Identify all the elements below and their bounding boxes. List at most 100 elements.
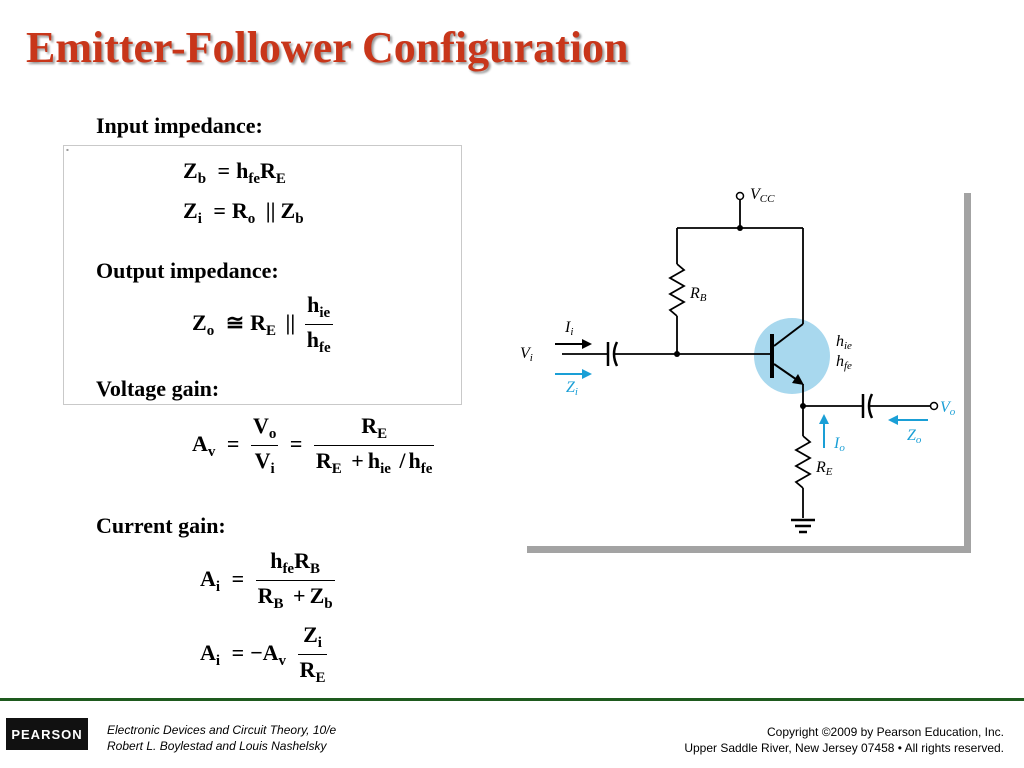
ai1-num-a-sub: fe <box>282 561 295 577</box>
zi-b: Z <box>280 198 296 223</box>
page-title: Emitter-Follower Configuration <box>26 23 629 72</box>
footer-book-authors: Robert L. Boylestad and Louis Nashelsky <box>107 739 327 753</box>
hfe-label: hfe <box>836 353 852 372</box>
zi-parallel: || <box>265 198 276 223</box>
av-f2-den-b: h <box>367 448 381 473</box>
zo-den: h <box>306 327 319 352</box>
zi-lhs-sub: i <box>197 211 202 227</box>
ii-label: Ii <box>564 319 573 338</box>
zo-label: Zo <box>907 427 922 446</box>
footer-copyright: Copyright ©2009 by Pearson Education, In… <box>684 724 1004 756</box>
av-fraction-2: RE RE +hie /hfe <box>313 413 435 477</box>
vo-terminal <box>929 401 939 411</box>
footer-rule <box>0 698 1024 701</box>
ai1-lhs-sub: i <box>215 579 221 596</box>
zb-rhs-h: h <box>236 158 249 183</box>
zo-fraction: hie hfe <box>304 292 333 356</box>
circuit-svg: VCC RB Ii Vi Zi hie hfe <box>520 186 956 534</box>
ai1-den-b-sub: b <box>324 596 333 612</box>
footer-copyright-line1: Copyright ©2009 by Pearson Education, In… <box>767 725 1004 739</box>
ai-equation-2: Ai =−Av Zi RE <box>200 622 328 686</box>
rb-label: RB <box>689 285 707 304</box>
av-f2-den-a: R <box>315 448 332 473</box>
zb-rhs-r: R <box>259 158 276 183</box>
output-impedance-heading: Output impedance: <box>96 258 279 283</box>
ai1-fraction: hfeRB RB +Zb <box>255 548 335 612</box>
zo-a: R <box>250 310 267 336</box>
zo-a-sub: E <box>266 323 277 340</box>
ai-equation-1: Ai = hfeRB RB +Zb <box>200 548 335 612</box>
frame-corner-mark: ▪ <box>66 147 69 152</box>
ai2-num-sub: i <box>317 635 322 651</box>
av-lhs-sub: v <box>207 444 216 461</box>
av-f2-den-b-sub: ie <box>380 461 391 477</box>
rb-resistor <box>668 263 686 317</box>
footer-book-title: Electronic Devices and Circuit Theory, 1… <box>107 723 337 737</box>
zo-equation: Zo ≅RE || hie hfe <box>192 294 333 356</box>
av-f2-den-a-sub: E <box>331 461 342 477</box>
circuit-diagram: VCC RB Ii Vi Zi hie hfe <box>520 186 964 546</box>
re-resistor <box>794 435 812 489</box>
footer-copyright-line2: Upper Saddle River, New Jersey 07458 • A… <box>684 741 1004 755</box>
ai2-lhs: A <box>200 640 216 666</box>
zo-num-sub: ie <box>319 305 331 321</box>
av-f2-den-c-sub: fe <box>420 461 433 477</box>
ai1-num-a: h <box>270 548 283 573</box>
zi-lhs: Z <box>183 198 198 223</box>
vcc-terminal <box>735 191 745 201</box>
ai1-lhs: A <box>200 566 216 592</box>
zi-b-sub: b <box>295 211 304 227</box>
ai2-fraction: Zi RE <box>297 624 328 686</box>
transistor-highlight <box>754 318 830 394</box>
ai2-lhs-sub: i <box>215 653 221 670</box>
ai1-plus: + <box>293 583 306 608</box>
current-gain-heading: Current gain: <box>96 513 226 538</box>
av-f1-den: V <box>254 448 271 473</box>
ai1-den-a: R <box>257 583 274 608</box>
av-lhs: A <box>192 431 208 457</box>
zb-lhs-sub: b <box>197 171 207 187</box>
zo-parallel: || <box>285 310 296 336</box>
vcc-label: VCC <box>750 186 775 205</box>
zo-approx: ≅ <box>225 310 245 336</box>
av-f1-den-sub: i <box>270 461 275 477</box>
zi-a: R <box>231 198 248 223</box>
ai1-num-b: R <box>294 548 310 573</box>
av-f2-den-c: h <box>408 448 421 473</box>
transistor-collector <box>773 323 804 347</box>
av-f2-num: R <box>361 413 378 438</box>
zb-rhs-r-sub: E <box>275 171 286 187</box>
input-impedance-heading: Input impedance: <box>96 113 263 138</box>
pearson-logo: PEARSON <box>6 718 88 750</box>
zi-equation: Zi =Ro ||Zb <box>183 198 304 227</box>
ai1-den-a-sub: B <box>273 596 284 612</box>
zb-rhs-h-sub: fe <box>248 171 260 187</box>
ai2-neg: − <box>250 640 263 666</box>
zi-label: Zi <box>566 379 578 398</box>
zo-lhs-sub: o <box>206 323 215 340</box>
ai2-den: R <box>299 657 316 682</box>
ai1-den-b: Z <box>309 583 325 608</box>
av-equation: Av = Vo Vi = RE RE +hie /hfe <box>192 413 435 477</box>
voltage-gain-heading: Voltage gain: <box>96 376 220 401</box>
vi-label: Vi <box>520 345 533 364</box>
zb-lhs: Z <box>183 158 198 183</box>
hie-label: hie <box>836 333 852 352</box>
av-slash: / <box>399 448 406 473</box>
ai1-num-b-sub: B <box>309 561 320 577</box>
ai2-a-sub: v <box>278 653 287 670</box>
vo-label: Vo <box>940 399 956 418</box>
footer-book-info: Electronic Devices and Circuit Theory, 1… <box>107 722 336 754</box>
av-f2-num-sub: E <box>377 426 388 442</box>
re-label: RE <box>815 459 833 478</box>
zo-den-sub: fe <box>318 340 331 356</box>
io-label: Io <box>833 435 845 454</box>
av-f1-num: V <box>252 413 269 438</box>
equation-image-frame: ▪ <box>63 145 462 405</box>
zb-equation: Zb =hfeRE <box>183 158 286 187</box>
zo-num: h <box>307 292 320 317</box>
av-fraction-1: Vo Vi <box>250 413 279 477</box>
av-f1-num-sub: o <box>268 426 277 442</box>
zi-a-sub: o <box>247 211 256 227</box>
ai2-a: A <box>262 640 279 666</box>
